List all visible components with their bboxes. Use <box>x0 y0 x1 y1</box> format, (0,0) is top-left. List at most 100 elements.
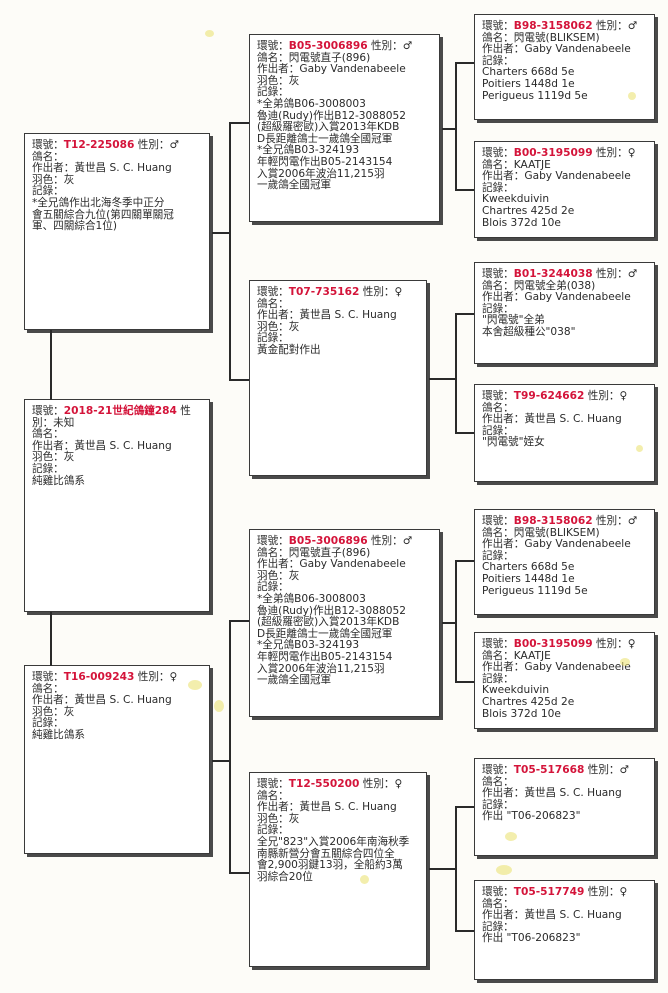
breeder-label: 作出者： <box>482 170 525 183</box>
pedigree-card-dds: 環號：T05-517668 性別：♂ 鴿名： 作出者：黃世昌 S. C. Hua… <box>474 758 655 856</box>
breeder-name: 黃世昌 S. C. Huang <box>74 162 172 175</box>
feather-color: 灰 <box>288 74 300 87</box>
note-line: Poitiers 1448d 1e <box>482 572 575 585</box>
connector-line <box>229 122 249 124</box>
note-line: 本舍超級種公"038" <box>482 325 576 338</box>
ring-number: T05-517749 <box>513 886 585 898</box>
breeder-name: 黃世昌 S. C. Huang <box>299 801 397 814</box>
connector-line <box>455 62 457 190</box>
sex-symbol: ♀ <box>627 638 636 650</box>
sex-label: 性別： <box>595 515 628 527</box>
name-label: 鴿名： <box>32 150 64 163</box>
record-label: 記錄： <box>257 332 289 345</box>
note-line: 作出 "T06-206823" <box>482 932 581 945</box>
connector-line <box>455 189 474 191</box>
sex-symbol: ♂ <box>627 268 638 280</box>
ring-label: 環號： <box>257 778 289 790</box>
record-label: 記錄： <box>257 581 289 594</box>
feather-color: 灰 <box>63 705 75 718</box>
sex-label: 性別： <box>595 268 628 280</box>
ring-label: 環號： <box>482 147 514 159</box>
pigeon-name: 閃電號(BLIKSEM) <box>513 31 600 44</box>
note-line: *全弟鴿B06-3008003 <box>257 592 366 605</box>
record-label: 記錄： <box>482 798 514 811</box>
stain-mark <box>496 865 512 875</box>
ring-number: T16-009243 <box>63 671 135 683</box>
breeder-name: 黃世昌 S. C. Huang <box>299 309 397 322</box>
record-label: 記錄： <box>482 302 514 315</box>
connector-line <box>50 330 52 400</box>
color-label: 羽色： <box>32 173 64 186</box>
note-line: 作出 "T06-206823" <box>482 810 581 823</box>
note-line: 純雞比鴿系 <box>32 728 85 741</box>
feather-color: 灰 <box>288 812 300 825</box>
note-line: 軍、四關綜合1位) <box>32 220 118 233</box>
breeder-name: Gaby Vandenabeele <box>299 63 406 76</box>
note-line: 全兄"823"入賞2006年南海秋季 <box>257 835 410 848</box>
ring-number: B98-3158062 <box>513 20 593 32</box>
record-label: 記錄： <box>482 549 514 562</box>
breeder-label: 作出者： <box>482 909 525 922</box>
pigeon-name: 閃電號全弟(038) <box>513 279 596 292</box>
breeder-name: Gaby Vandenabeele <box>524 291 631 304</box>
sex-symbol: ♂ <box>619 764 630 776</box>
breeder-name: Gaby Vandenabeele <box>524 43 631 56</box>
breeder-name: Gaby Vandenabeele <box>524 170 631 183</box>
record-label: 記錄： <box>32 462 64 475</box>
sex-label: 性別： <box>362 286 395 298</box>
sex-symbol: ♂ <box>402 40 413 52</box>
breeder-label: 作出者： <box>32 439 75 452</box>
stain-mark <box>188 680 202 690</box>
name-label: 鴿名： <box>32 682 64 695</box>
note-line: (超級羅密歐)入賞2013年KDB <box>257 121 400 134</box>
pedigree-card-sire-sire: 環號：B05-3006896 性別：♂ 鴿名：閃電號直子(896) 作出者：Ga… <box>249 34 440 222</box>
breeder-name: Gaby Vandenabeele <box>299 558 406 571</box>
connector-line <box>455 806 474 808</box>
note-line: Poitiers 1448d 1e <box>482 77 575 90</box>
connector-line <box>455 432 474 434</box>
ring-label: 環號： <box>482 638 514 650</box>
note-line: D長距離鴿士一歲鴿全國冠軍 <box>257 132 393 145</box>
note-line: Chartres 425d 2e <box>482 204 575 217</box>
note-line: Kweekduivin <box>482 684 550 697</box>
color-label: 羽色： <box>32 705 64 718</box>
color-label: 羽色： <box>257 74 289 87</box>
sex-symbol: ♀ <box>394 286 403 298</box>
note-line: 魯迪(Rudy)作出B12-3088052 <box>257 109 406 122</box>
ring-label: 環號： <box>257 40 289 52</box>
note-line: 羽綜合20位 <box>257 870 313 883</box>
ring-label: 環號： <box>482 886 514 898</box>
note-line: 純雞比鴿系 <box>32 474 85 487</box>
breeder-label: 作出者： <box>32 694 75 707</box>
ring-number: T12-225086 <box>63 139 135 151</box>
breeder-label: 作出者： <box>257 309 300 322</box>
note-line: D長距離鴿士一歲鴿全國冠軍 <box>257 627 393 640</box>
name-label: 鴿名： <box>257 297 289 310</box>
sex-symbol: ♂ <box>627 20 638 32</box>
pedigree-card-dam: 環號：T16-009243 性別：♀ 鴿名： 作出者：黃世昌 S. C. Hua… <box>24 665 210 854</box>
pedigree-card-dam-dam: 環號：T12-550200 性別：♀ 鴿名： 作出者：黃世昌 S. C. Hua… <box>249 772 427 967</box>
pedigree-card-dss: 環號：B98-3158062 性別：♂ 鴿名：閃電號(BLIKSEM) 作出者：… <box>474 509 655 615</box>
breeder-label: 作出者： <box>482 291 525 304</box>
sex-label: 性別： <box>362 778 395 790</box>
pigeon-name: 閃電號直子(896) <box>288 546 371 559</box>
note-line: 入賞2006年波治11,215羽 <box>257 662 385 675</box>
sex-label: 性別： <box>587 764 620 776</box>
connector-line <box>50 612 52 666</box>
sex-label: 性別： <box>595 20 628 32</box>
sex-symbol: ♂ <box>627 515 638 527</box>
pedigree-card-sss: 環號：B98-3158062 性別：♂ 鴿名：閃電號(BLIKSEM) 作出者：… <box>474 14 655 120</box>
note-line: Blois 372d 10e <box>482 216 561 229</box>
note-line: 會2,900羽鍵13羽，全船約3萬 <box>257 859 403 872</box>
connector-line <box>429 378 456 380</box>
sex-label: 性別： <box>370 535 403 547</box>
ring-number: B05-3006896 <box>288 40 368 52</box>
record-label: 記錄： <box>482 424 514 437</box>
note-line: *全兄鴿作出北海冬季中正分 <box>32 196 165 209</box>
feather-color: 灰 <box>63 451 75 464</box>
pedigree-card-ddd: 環號：T05-517749 性別：♀ 鴿名： 作出者：黃世昌 S. C. Hua… <box>474 880 655 980</box>
pigeon-name: 閃電號(BLIKSEM) <box>513 526 600 539</box>
ring-number: B01-3244038 <box>513 268 593 280</box>
connector-line <box>442 128 456 130</box>
stain-mark <box>505 832 517 841</box>
